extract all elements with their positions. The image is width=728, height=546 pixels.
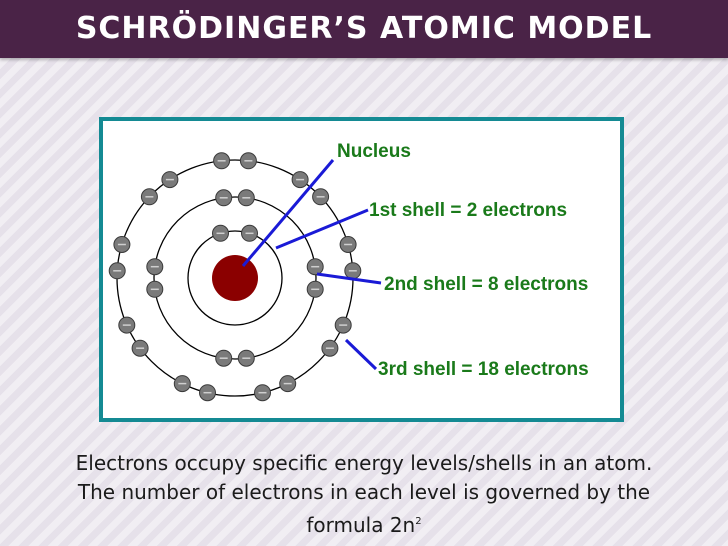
pointer-lines <box>241 159 382 371</box>
title-bar <box>0 0 728 58</box>
shell2-label: 2nd shell = 8 electrons <box>384 274 588 295</box>
caption-line-1: Electrons occupy specific energy levels/… <box>75 451 653 475</box>
orbit-ring-1 <box>187 230 283 326</box>
electron-group <box>108 152 362 402</box>
shell1-label: 1st shell = 2 electrons <box>369 200 567 221</box>
shell3-label: 3rd shell = 18 electrons <box>378 359 589 380</box>
atom-diagram-frame <box>99 117 624 422</box>
shell2-pointer <box>316 272 382 285</box>
shell1-pointer <box>275 208 369 250</box>
caption-line-2: The number of electrons in each level is… <box>77 480 651 504</box>
orbit-ring-2 <box>153 196 317 360</box>
nucleus-pointer <box>241 159 335 267</box>
page-title: SCHRÖDINGER’S ATOMIC MODEL <box>75 11 653 46</box>
formula-text: formula 2n <box>306 513 416 537</box>
caption-line-3: formula 2n2 <box>8 507 720 540</box>
shell3-pointer <box>344 338 378 371</box>
nucleus <box>212 255 258 301</box>
nucleus-label: Nucleus <box>337 141 411 162</box>
caption: Electrons occupy specific energy levels/… <box>8 449 720 540</box>
formula-exponent: 2 <box>415 516 422 527</box>
